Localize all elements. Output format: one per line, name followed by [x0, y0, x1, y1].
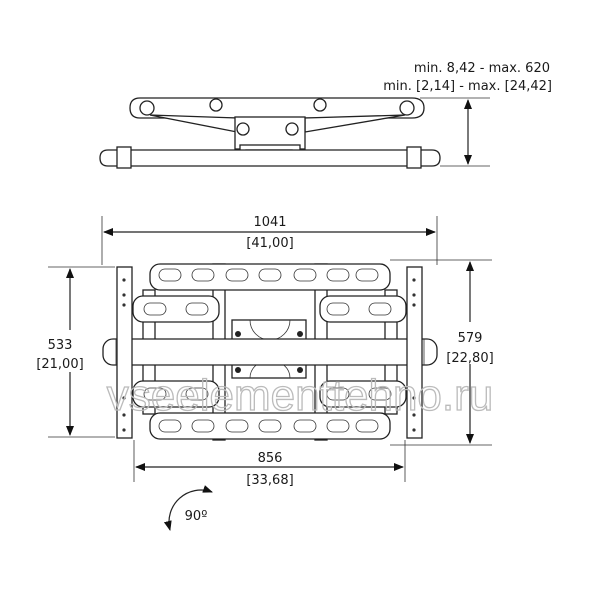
bracket-height-in: [22,80]: [446, 351, 493, 366]
plate-spacing-in: [33,68]: [246, 473, 293, 488]
top-view: [99, 97, 490, 169]
overall-width-in: [41,00]: [246, 236, 293, 251]
bracket-height-mm: 579: [458, 331, 483, 346]
plate-spacing-mm: 856: [258, 451, 283, 466]
rotation-arrow-icon: [163, 485, 213, 531]
overall-width-mm: 1041: [253, 215, 286, 230]
plate-height-mm: 533: [48, 338, 73, 353]
plate-height-in: [21,00]: [36, 357, 83, 372]
watermark: vseelementtehno.ru: [107, 371, 493, 420]
front-view: [102, 263, 438, 441]
depth-in-label: min. [2,14] - max. [24,42]: [383, 79, 552, 94]
depth-mm-label: min. 8,42 - max. 620: [414, 61, 550, 76]
rotation-label: 90º: [185, 509, 208, 524]
